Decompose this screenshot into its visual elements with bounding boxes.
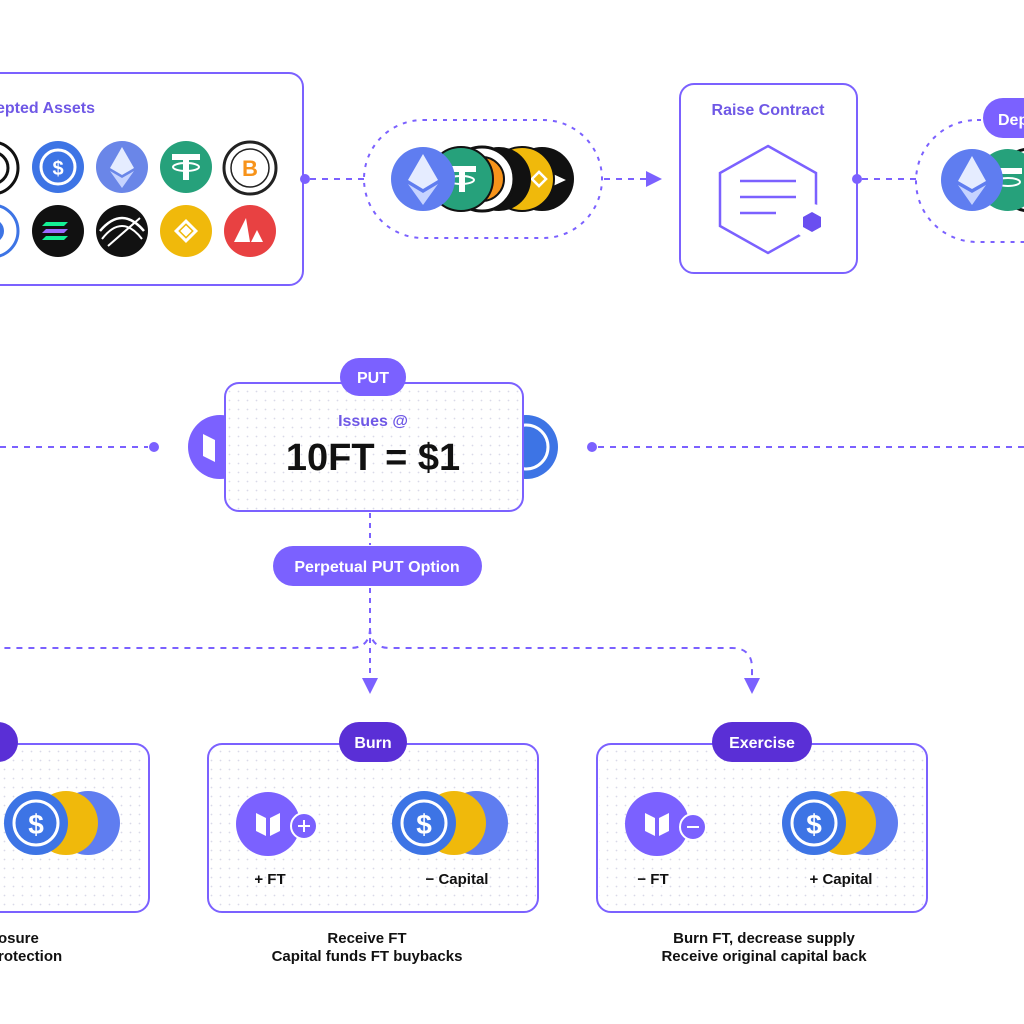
svg-text:$: $	[416, 809, 432, 840]
panel-burn: Burn + FT $ − Capital Receive FT Capital…	[207, 722, 539, 965]
deposit-tab-label: Dep	[998, 112, 1024, 129]
raise-contract-box: Raise Contract	[679, 83, 858, 274]
burn-ft-label: + FT	[254, 871, 285, 888]
ethereum-icon	[941, 149, 1003, 211]
put-issues-label: Issues @	[338, 413, 408, 430]
binance-icon	[160, 205, 212, 257]
ethereum-icon	[391, 147, 455, 211]
usdc-icon: $	[4, 791, 68, 855]
exercise-caption-2: Receive original capital back	[661, 948, 867, 965]
exercise-tab: Exercise	[712, 722, 812, 762]
put-tab-label: PUT	[357, 370, 389, 387]
svg-text:$: $	[806, 809, 822, 840]
panel-left: $ osure rotection	[0, 722, 150, 965]
accepted-assets-box: epted Assets $ B	[0, 72, 304, 286]
ft-token-icon	[625, 792, 689, 856]
coin-icon	[0, 204, 20, 258]
exercise-tab-label: Exercise	[729, 735, 795, 752]
perpetual-put-option-button[interactable]: Perpetual PUT Option	[273, 546, 482, 586]
put-tab: PUT	[340, 358, 406, 396]
svg-text:$: $	[28, 809, 44, 840]
tether-icon	[160, 141, 212, 193]
burn-capital-label: − Capital	[426, 871, 489, 888]
deposit-tab: Dep	[983, 98, 1024, 138]
coin-icon	[96, 205, 148, 257]
burn-tab: Burn	[339, 722, 407, 762]
usdc-icon: $	[32, 141, 84, 193]
exercise-caption-1: Burn FT, decrease supply	[673, 930, 855, 947]
coin-icon	[0, 141, 20, 195]
put-box: Issues @ 10FT = $1	[224, 382, 524, 512]
exercise-ft-label: − FT	[637, 871, 668, 888]
raise-contract-title: Raise Contract	[712, 102, 826, 119]
solana-icon	[32, 205, 84, 257]
ft-token-icon	[236, 792, 300, 856]
svg-text:B: B	[242, 156, 258, 181]
avalanche-icon	[224, 205, 276, 257]
exercise-capital-label: + Capital	[810, 871, 873, 888]
panel-left-caption-1: osure	[0, 930, 39, 947]
burn-caption-1: Receive FT	[327, 930, 406, 947]
perpetual-put-option-label: Perpetual PUT Option	[294, 559, 459, 576]
deposit-pill: Dep	[915, 98, 1024, 243]
panel-left-caption-2: rotection	[0, 948, 62, 965]
accepted-assets-title: epted Assets	[0, 100, 95, 117]
panel-exercise: Exercise − FT $ + Capital Burn FT, decre…	[596, 722, 928, 965]
put-rate: 10FT = $1	[286, 437, 460, 479]
usdc-icon: $	[782, 791, 846, 855]
bitcoin-icon: B	[222, 140, 278, 196]
minus-icon	[679, 813, 707, 841]
burn-caption-2: Capital funds FT buybacks	[272, 948, 463, 965]
svg-text:$: $	[52, 158, 63, 180]
usdc-icon: $	[392, 791, 456, 855]
contract-icon	[718, 144, 830, 255]
token-stack-pill	[363, 119, 603, 239]
ethereum-icon	[96, 141, 148, 193]
burn-tab-label: Burn	[354, 735, 391, 752]
plus-icon	[290, 812, 318, 840]
